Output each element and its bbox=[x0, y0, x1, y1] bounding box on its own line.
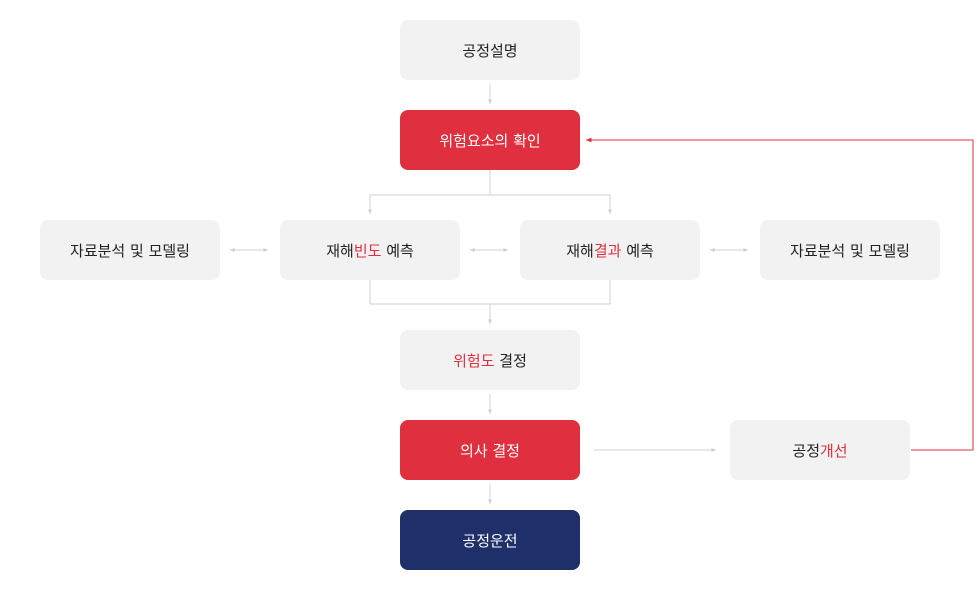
node-consequence-prediction: 재해결과 예측 bbox=[520, 220, 700, 280]
risk-suffix: 결정 bbox=[494, 351, 527, 370]
node-decision-making: 의사 결정 bbox=[400, 420, 580, 480]
improvement-prefix: 공정 bbox=[792, 441, 820, 460]
arrow-hazard-split bbox=[368, 170, 491, 214]
improvement-highlight: 개선 bbox=[820, 441, 848, 460]
node-left-modeling: 자료분석 및 모델링 bbox=[40, 220, 220, 280]
frequency-prefix: 재해 bbox=[326, 241, 354, 260]
consequence-highlight: 결과 bbox=[593, 241, 622, 260]
node-right-modeling-label: 자료분석 및 모델링 bbox=[790, 241, 910, 260]
node-decision-label: 의사 결정 bbox=[460, 441, 520, 460]
node-hazard-identification-label: 위험요소의 확인 bbox=[439, 131, 541, 150]
node-risk-determination: 위험도 결정 bbox=[400, 330, 580, 390]
risk-highlight: 위험도 bbox=[453, 351, 495, 370]
node-process-improvement: 공정개선 bbox=[730, 420, 910, 480]
consequence-suffix: 예측 bbox=[621, 241, 654, 260]
node-right-modeling: 자료분석 및 모델링 bbox=[760, 220, 940, 280]
node-left-modeling-label: 자료분석 및 모델링 bbox=[70, 241, 190, 260]
node-hazard-identification: 위험요소의 확인 bbox=[400, 110, 580, 170]
node-process-description: 공정설명 bbox=[400, 20, 580, 80]
node-process-operation: 공정운전 bbox=[400, 510, 580, 570]
arrow-hazard-split-right bbox=[490, 194, 612, 214]
node-risk-label: 위험도 결정 bbox=[453, 350, 527, 371]
node-operation-label: 공정운전 bbox=[462, 531, 518, 550]
arrow-merge-to-risk bbox=[369, 280, 611, 305]
frequency-highlight: 빈도 bbox=[353, 241, 382, 260]
frequency-suffix: 예측 bbox=[381, 241, 414, 260]
node-frequency-prediction: 재해빈도 예측 bbox=[280, 220, 460, 280]
node-improvement-label: 공정개선 bbox=[792, 440, 847, 461]
node-process-description-label: 공정설명 bbox=[462, 41, 518, 60]
node-frequency-label: 재해빈도 예측 bbox=[326, 240, 414, 261]
feedback-arrow bbox=[586, 137, 974, 451]
consequence-prefix: 재해 bbox=[566, 241, 594, 260]
node-consequence-label: 재해결과 예측 bbox=[566, 240, 654, 261]
